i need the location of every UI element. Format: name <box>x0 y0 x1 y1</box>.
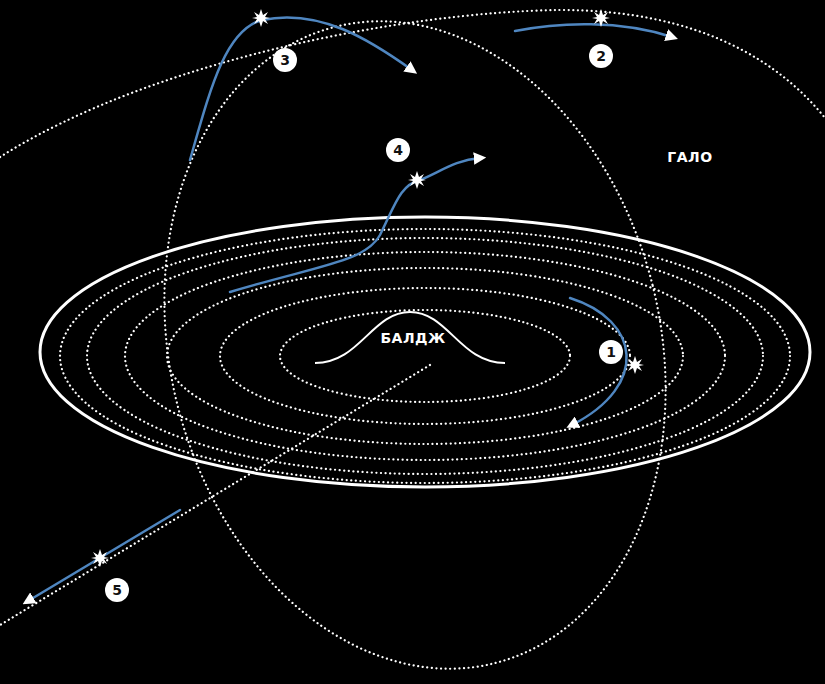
star <box>252 9 270 27</box>
halo-orbit <box>0 10 825 157</box>
star <box>408 171 426 189</box>
callout-number: 3 <box>273 48 297 72</box>
star <box>91 549 109 567</box>
callout-number: 4 <box>386 138 410 162</box>
trajectory <box>28 510 180 601</box>
polar-orbit <box>98 0 732 684</box>
trajectory <box>190 17 412 160</box>
region-label: ГАЛО <box>667 149 712 165</box>
disc-orbit <box>60 229 790 483</box>
star <box>592 9 610 27</box>
region-label: БАЛДЖ <box>380 330 445 346</box>
disc-orbit <box>125 252 725 460</box>
disc-orbit <box>167 268 683 444</box>
trajectory <box>570 298 627 425</box>
callout-number: 1 <box>599 340 623 364</box>
trajectory <box>230 158 480 292</box>
radial-orbit <box>0 365 430 625</box>
galactic-disc <box>40 217 810 487</box>
disc-orbit <box>280 310 570 402</box>
star <box>626 356 644 374</box>
disc-orbit <box>220 288 630 424</box>
trajectory <box>515 24 672 37</box>
disc-orbit <box>87 238 763 474</box>
bulge-profile <box>315 312 505 363</box>
callout-number: 5 <box>105 578 129 602</box>
callout-number: 2 <box>589 44 613 68</box>
